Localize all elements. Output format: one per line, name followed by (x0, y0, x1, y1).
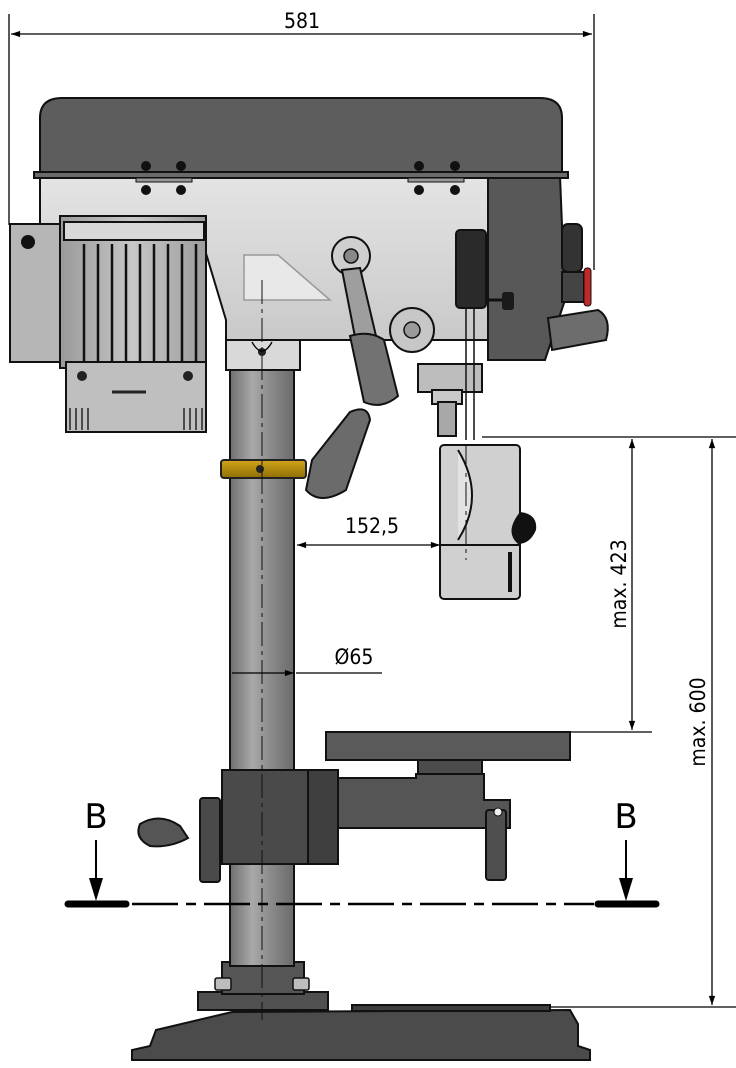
head (33, 97, 609, 371)
motor-fins (82, 244, 198, 362)
section-label-right: B (614, 797, 637, 837)
base-bolt-left (214, 977, 232, 991)
dim-label-max-423: max. 423 (607, 539, 631, 628)
cover-screws (141, 161, 460, 195)
dimension-throat: 152,5 (297, 514, 440, 549)
motor-vents (69, 408, 203, 430)
section-line-b: B B (64, 797, 660, 908)
table-clamp-lever[interactable] (485, 809, 507, 881)
dimension-overall-width: 581 (8, 9, 595, 270)
guard-knob[interactable] (511, 512, 537, 544)
column (220, 365, 307, 967)
crank-handle[interactable] (137, 817, 190, 848)
dim-label-581: 581 (284, 9, 320, 33)
dimension-column-diameter: Ø65 (232, 645, 382, 677)
bracket-clamp[interactable] (199, 797, 221, 883)
work-table (137, 731, 571, 883)
dimension-spindle-base: max. 600 (550, 439, 736, 1008)
dim-label-152-5: 152,5 (345, 514, 399, 538)
emergency-stop-button[interactable] (583, 267, 592, 307)
chuck-guard (439, 444, 537, 600)
motor (9, 215, 207, 433)
depth-stop-knob[interactable] (455, 229, 487, 309)
base (131, 961, 591, 1061)
dim-label-column-diameter: Ø65 (335, 645, 374, 669)
base-bolt-right (292, 977, 310, 991)
center-lines (261, 280, 467, 1020)
power-switch[interactable] (561, 223, 583, 273)
dimension-spindle-table: max. 423 (482, 436, 736, 733)
dim-label-max-600: max. 600 (686, 677, 710, 766)
section-label-left: B (84, 797, 107, 837)
feed-handle[interactable] (304, 236, 435, 499)
